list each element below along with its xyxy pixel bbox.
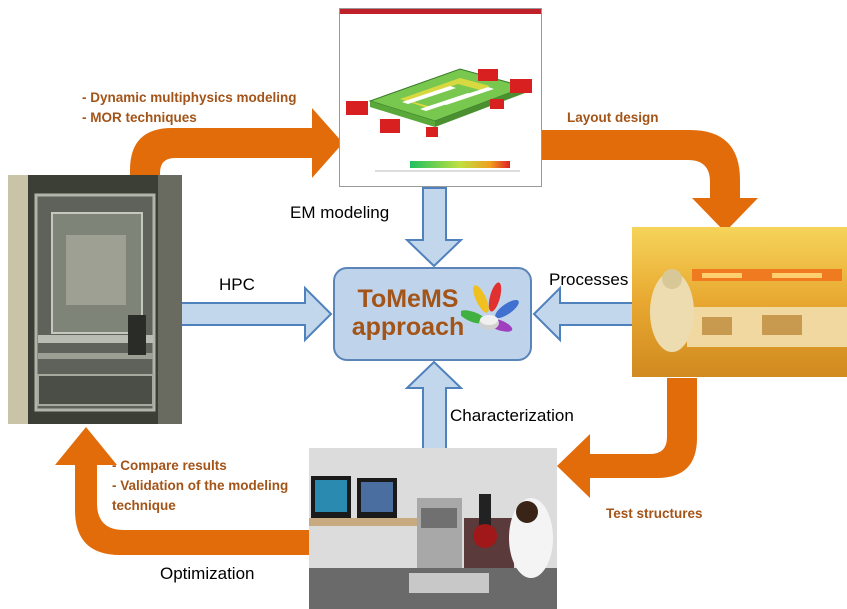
center-title-line2: approach — [351, 313, 465, 341]
center-title-line1: ToMeMS — [357, 285, 459, 313]
blue-arrow-hpc — [179, 285, 333, 343]
center-title: ToMeMS approach — [349, 285, 467, 341]
label-characterization: Characterization — [450, 406, 574, 425]
blue-arrow-em-modeling — [404, 187, 464, 268]
lab-image — [309, 448, 557, 609]
note-line: - MOR techniques — [82, 110, 197, 125]
orange-arrow-bottom-right — [557, 378, 697, 498]
note-line: technique — [112, 498, 176, 513]
server-rack-image — [8, 175, 182, 424]
simulation-image — [339, 8, 542, 187]
label-hpc: HPC — [219, 275, 255, 294]
notes-top-left: - Dynamic multiphysics modeling - MOR te… — [82, 88, 297, 128]
note-line: - Compare results — [112, 458, 227, 473]
orange-arrow-top-left — [130, 108, 343, 225]
label-test-structures: Test structures — [606, 506, 703, 521]
tomems-logo-icon — [461, 282, 519, 332]
cleanroom-image — [632, 227, 847, 377]
note-line: - Dynamic multiphysics modeling — [82, 90, 297, 105]
label-em-modeling: EM modeling — [290, 203, 390, 222]
notes-bottom-left: - Compare results - Validation of the mo… — [112, 456, 288, 516]
label-layout-design: Layout design — [567, 110, 659, 125]
note-line: - Validation of the modeling — [112, 478, 289, 493]
blue-arrow-characterization — [404, 360, 464, 453]
tomems-approach-box: ToMeMS approach — [333, 267, 532, 361]
orange-arrow-bottom-left — [55, 427, 312, 555]
label-processes: Processes — [549, 270, 629, 289]
blue-arrow-processes — [532, 285, 647, 343]
orange-arrow-top-right — [532, 130, 758, 232]
label-optimization: Optimization — [160, 564, 255, 583]
